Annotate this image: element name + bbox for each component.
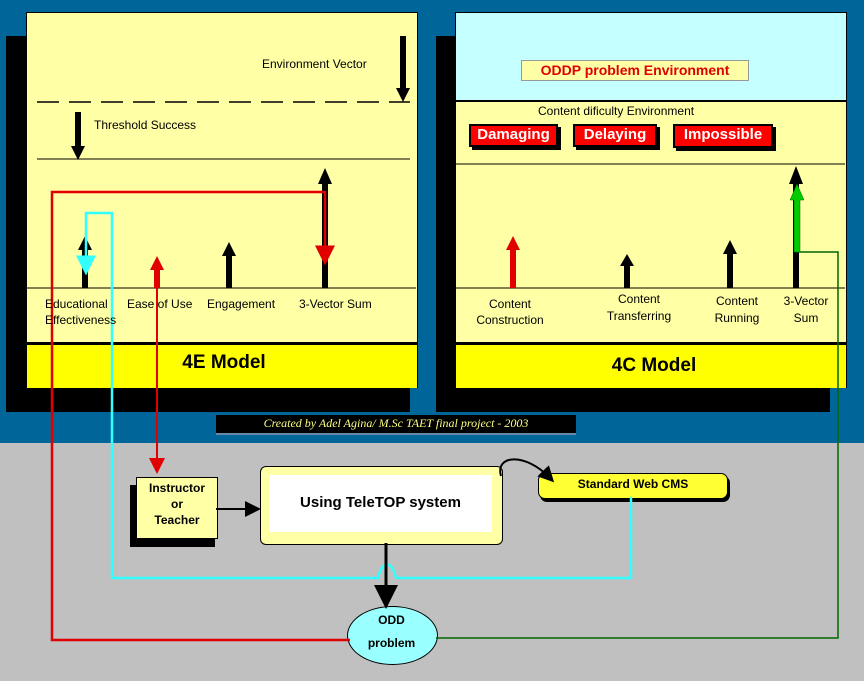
label-content-running-1: Content [715, 294, 759, 308]
instructor-line-2: or [171, 497, 183, 511]
arrow-content-running [723, 240, 737, 288]
arrow-content-construction [506, 236, 520, 288]
instructor-box [136, 477, 218, 539]
system-label: Using TeleTOP system [300, 494, 461, 511]
cyan-loop-line [76, 211, 633, 580]
odd-problem-line-2: problem [367, 636, 416, 650]
instructor-line-1: Instructor [148, 481, 205, 495]
label-content-transferring-1: Content [617, 292, 661, 306]
difficulty-damaging: Damaging [469, 124, 558, 147]
label-3vector-sum-4c-1: 3-Vector [783, 294, 829, 308]
label-3vector-sum-4e: 3-Vector Sum [299, 297, 372, 311]
system-inner-box [269, 475, 492, 532]
odd-problem-line-1: ODD [378, 613, 405, 627]
model-4e-title: 4E Model [182, 352, 266, 373]
odd-problem-ellipse [347, 606, 438, 665]
label-content-running-2: Running [714, 311, 760, 325]
label-content-transferring-2: Transferring [606, 309, 672, 323]
green-feedback-line [436, 196, 839, 639]
model-4c-title: 4C Model [611, 355, 697, 376]
label-3vector-sum-4c-2: Sum [793, 311, 819, 325]
cms-label: Standard Web CMS [577, 477, 689, 491]
credit-box [216, 415, 576, 435]
oddp-header-label: ODDP problem Environment [521, 60, 749, 81]
panel-4e [26, 12, 418, 388]
panel-4c-header [456, 13, 846, 102]
env-vector-arrow [396, 36, 410, 102]
difficulty-impossible: Impossible [673, 124, 773, 148]
label-difficulty-caption: Content dificulty Environment [538, 104, 695, 118]
system-to-cms-arrow [499, 458, 555, 483]
panel-4e-model-band [27, 342, 417, 388]
label-effectiveness: Effectiveness [45, 313, 117, 327]
arrow-content-transferring [620, 254, 634, 288]
green-arrow [789, 183, 805, 253]
label-content-construction-1: Content [488, 297, 532, 311]
label-threshold-success: Threshold Success [94, 118, 197, 132]
label-ease-of-use: Ease of Use [127, 297, 193, 311]
difficulty-delaying: Delaying [573, 124, 657, 147]
cms-box [538, 473, 728, 499]
label-educational: Educational [45, 297, 108, 311]
label-environment-vector: Environment Vector [262, 57, 367, 71]
threshold-arrow [71, 112, 85, 160]
credit-text: Created by Adel Agina/ M.Sc TAET final p… [263, 416, 529, 430]
instructor-line-3: Teacher [154, 513, 200, 527]
red-feedback-line [50, 190, 350, 642]
arrow-engagement [222, 242, 236, 288]
panel-4c-model-band [456, 342, 846, 388]
label-engagement: Engagement [207, 297, 276, 311]
label-content-construction-2: Construction [476, 313, 544, 327]
